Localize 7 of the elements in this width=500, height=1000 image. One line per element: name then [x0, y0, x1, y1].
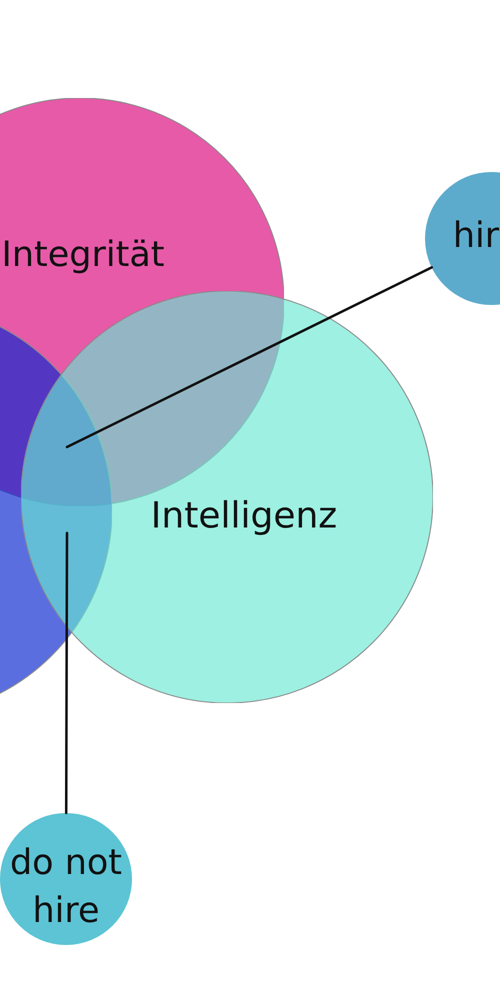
set-label: Intelligenz: [150, 496, 338, 536]
leader-line: [64, 532, 68, 814]
outcome-circle: [0, 813, 132, 945]
outcome-label: do not hire: [8, 842, 124, 933]
leader-line: [66, 266, 434, 448]
set-label: Integrität: [2, 235, 164, 275]
outcome-label: hir: [452, 216, 500, 256]
